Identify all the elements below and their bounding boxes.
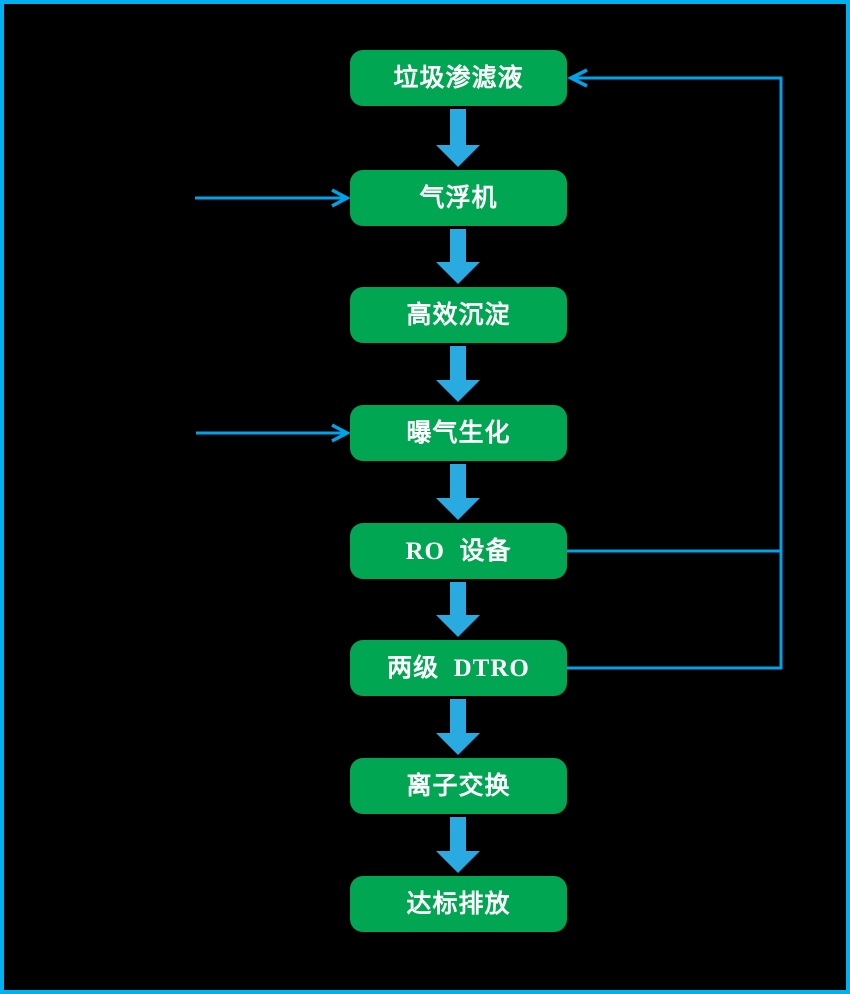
inflow-arrow-aeration xyxy=(196,423,351,443)
down-arrow-icon-1 xyxy=(436,109,480,167)
down-arrow-icon-7 xyxy=(436,817,480,873)
flow-node-dtro: 两级 DTRO xyxy=(350,640,567,696)
flow-node-leachate: 垃圾渗滤液 xyxy=(350,50,567,106)
flow-node-discharge: 达标排放 xyxy=(350,876,567,932)
recycle-arrow-to-leachate xyxy=(567,68,783,670)
flow-node-label: RO 设备 xyxy=(405,537,512,565)
down-arrow-icon-6 xyxy=(436,699,480,755)
flow-node-label: 曝气生化 xyxy=(406,419,511,447)
down-arrow-icon-3 xyxy=(436,346,480,402)
flow-node-label: 两级 DTRO xyxy=(387,654,530,682)
flow-node-label: 达标排放 xyxy=(406,890,511,918)
flow-node-ro-equipment: RO 设备 xyxy=(350,523,567,579)
flow-node-label: 气浮机 xyxy=(419,184,498,212)
inflow-arrow-air-flotation xyxy=(195,188,351,208)
flow-node-label: 垃圾渗滤液 xyxy=(393,64,524,92)
flow-node-aeration: 曝气生化 xyxy=(350,405,567,461)
down-arrow-icon-4 xyxy=(436,464,480,520)
flow-node-ion-exchange: 离子交换 xyxy=(350,758,567,814)
down-arrow-icon-5 xyxy=(436,582,480,637)
down-arrow-icon-2 xyxy=(436,229,480,284)
flow-node-air-flotation: 气浮机 xyxy=(350,170,567,226)
flow-node-sedimentation: 高效沉淀 xyxy=(350,287,567,343)
flow-node-label: 离子交换 xyxy=(406,772,511,800)
flow-node-label: 高效沉淀 xyxy=(406,301,511,329)
